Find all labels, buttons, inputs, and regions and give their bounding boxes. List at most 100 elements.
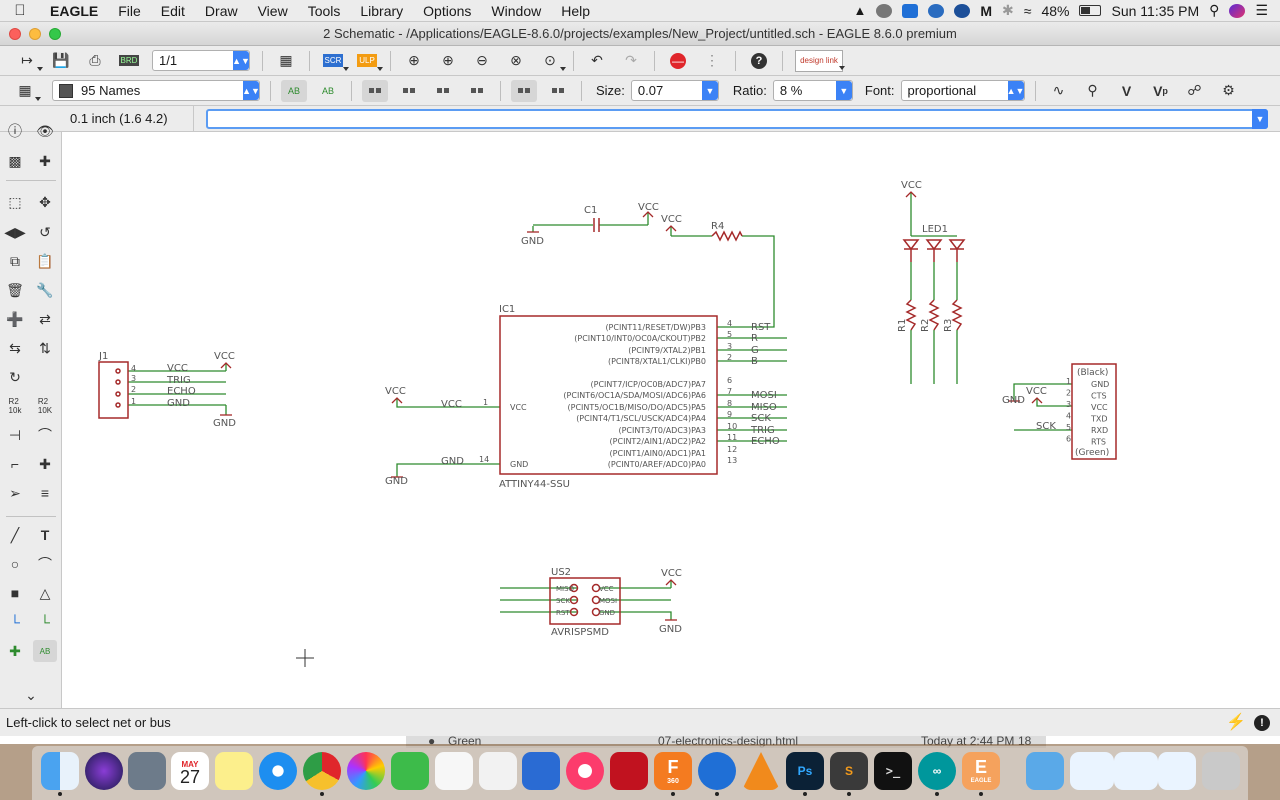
save-icon[interactable]: 💾 — [52, 52, 70, 68]
menu-library[interactable]: Library — [360, 2, 404, 19]
zoom-out-icon[interactable]: ⊖ — [476, 52, 488, 68]
battery-percent[interactable]: 48% — [1041, 2, 1070, 19]
zoom-fit-icon[interactable]: ⊕ — [408, 52, 420, 68]
schematic-drawing[interactable]: IC1 ATTINY44-SSU J1 C1 R4 LED1 US2 AVRIS… — [62, 132, 1280, 708]
itunes-icon[interactable] — [566, 752, 604, 790]
miter-icon[interactable]: ⌒ — [38, 427, 52, 443]
mark-icon[interactable]: ✚ — [39, 152, 51, 169]
delete-trash-icon[interactable]: 🗑 — [6, 281, 24, 298]
validate-icon[interactable]: V — [1121, 82, 1132, 99]
menu-window[interactable]: Window — [491, 2, 542, 19]
safari-icon[interactable] — [259, 752, 297, 790]
menu-help[interactable]: Help — [561, 2, 591, 19]
stop-icon[interactable]: — — [670, 52, 686, 69]
menu-options[interactable]: Options — [423, 2, 472, 19]
optimize-icon[interactable]: ✚ — [39, 455, 51, 472]
help-icon[interactable]: ? — [746, 50, 772, 72]
arduino-window-thumb-1[interactable] — [1070, 752, 1114, 790]
bend-icon[interactable]: ⌐ — [10, 456, 20, 472]
size-select[interactable]: 0.07 ▼ — [630, 80, 719, 101]
finder-icon[interactable] — [41, 752, 79, 796]
arc-icon[interactable]: ⌒ — [38, 556, 52, 572]
wifi-icon[interactable]: ≈ — [1023, 2, 1032, 19]
undo-icon[interactable]: ↶ — [591, 52, 603, 68]
terminal-icon[interactable]: >_ — [874, 752, 912, 790]
notes-icon[interactable] — [215, 752, 253, 790]
clock[interactable]: Sun 11:35 PM — [1111, 2, 1200, 19]
replace-icon[interactable]: ⇄ — [39, 310, 51, 327]
script-button[interactable]: SCR — [320, 50, 349, 72]
text-align-left-icon[interactable]: AB — [281, 79, 307, 102]
wrench-icon[interactable]: 🔧 — [36, 281, 54, 298]
arduino-icon[interactable]: ∞ — [918, 752, 956, 796]
nodes-icon[interactable]: ☍ — [1187, 82, 1202, 98]
pin-swap-icon[interactable]: ➢ — [9, 484, 21, 501]
minimize-window-button[interactable] — [29, 28, 41, 40]
ratio-select[interactable]: 8 % ▼ — [772, 80, 853, 101]
eagle-icon[interactable]: E EAGLE — [962, 752, 1000, 796]
swap-icon[interactable]: ⇆ — [9, 339, 21, 356]
paste-icon[interactable]: 📋 — [36, 252, 54, 269]
folder-icon[interactable] — [1026, 752, 1064, 790]
notification-center-icon[interactable]: ☰ — [1255, 2, 1268, 18]
cloud-status-icon[interactable] — [954, 3, 971, 18]
vlc-status-icon[interactable]: ▲ — [853, 3, 867, 18]
align-top-right-icon[interactable] — [545, 80, 571, 102]
rotate-icon[interactable]: ↺ — [39, 223, 51, 240]
design-link-button[interactable]: design link — [795, 49, 845, 72]
arduino-window-thumb-2[interactable] — [1114, 752, 1158, 790]
battery-icon[interactable] — [1079, 5, 1102, 16]
sublime-icon[interactable]: S — [830, 752, 868, 796]
gate-swap-icon[interactable]: ⇅ — [39, 339, 51, 356]
go-icon[interactable]: ⋮ — [705, 52, 719, 68]
layer-select[interactable]: 95 Names ▲▼ — [52, 80, 260, 101]
net-icon[interactable]: └ — [40, 614, 50, 630]
fusion360-icon[interactable]: F 360 — [654, 752, 692, 796]
circle-icon[interactable]: ○ — [10, 556, 20, 572]
siri-icon[interactable] — [1229, 3, 1246, 18]
polygon-icon[interactable]: △ — [39, 584, 51, 601]
text-icon[interactable]: T — [40, 527, 50, 543]
menu-draw[interactable]: Draw — [204, 2, 238, 19]
attribute-icon[interactable]: ≡ — [40, 485, 50, 501]
line-icon[interactable]: ╱ — [10, 526, 20, 543]
align-bottom-right-icon[interactable] — [430, 80, 456, 102]
zoom-in-icon[interactable]: ⊕ — [442, 52, 454, 68]
inspect-icon[interactable]: ⚲ — [1087, 82, 1098, 98]
siri-icon[interactable] — [85, 752, 123, 790]
teamviewer-icon[interactable] — [698, 752, 736, 796]
arduino-window-thumb-3[interactable] — [1158, 752, 1196, 790]
align-bottom-center-icon[interactable] — [396, 80, 422, 102]
calendar-icon[interactable]: MAY 27 — [171, 752, 209, 790]
zoom-select-icon[interactable]: ⊙ — [537, 50, 566, 72]
align-top-left-icon[interactable] — [511, 79, 537, 102]
layers-icon[interactable]: ▩ — [8, 152, 22, 169]
preview-icon[interactable] — [128, 752, 166, 790]
screen-status-icon[interactable] — [928, 3, 945, 18]
menu-file[interactable]: File — [118, 2, 141, 19]
board-switch-button[interactable]: BRD — [116, 50, 142, 72]
add-part-icon[interactable]: ➕ — [6, 310, 24, 327]
numbers-icon[interactable] — [479, 752, 517, 790]
menu-app[interactable]: EAGLE — [50, 2, 99, 19]
rectangle-icon[interactable]: ■ — [10, 585, 20, 601]
expand-palette-chevron-icon[interactable]: ⌄ — [25, 686, 37, 703]
m-status-icon[interactable]: M — [980, 2, 993, 19]
grid-icon[interactable]: ▦ — [12, 80, 41, 102]
align-bottom-left-icon[interactable] — [362, 79, 388, 102]
close-window-button[interactable] — [9, 28, 21, 40]
print-icon[interactable]: ⎙ — [89, 52, 101, 68]
bluetooth-icon[interactable]: ✱ — [1002, 2, 1014, 18]
chevron-down-icon[interactable]: ▼ — [1252, 108, 1268, 129]
cam-processor-icon[interactable]: ▦ — [279, 52, 293, 68]
trash-icon[interactable] — [1202, 752, 1240, 790]
menu-edit[interactable]: Edit — [160, 2, 185, 19]
waveform-icon[interactable]: ∿ — [1052, 82, 1065, 98]
open-icon[interactable]: ↦ — [14, 50, 43, 72]
spotlight-search-icon[interactable]: ⚲ — [1209, 2, 1220, 18]
align-center-icon[interactable] — [464, 80, 490, 102]
copy-icon[interactable]: ⧉ — [10, 252, 20, 269]
mirror-icon[interactable]: ◀▶ — [4, 223, 26, 240]
command-input[interactable]: ▼ — [206, 108, 1268, 129]
